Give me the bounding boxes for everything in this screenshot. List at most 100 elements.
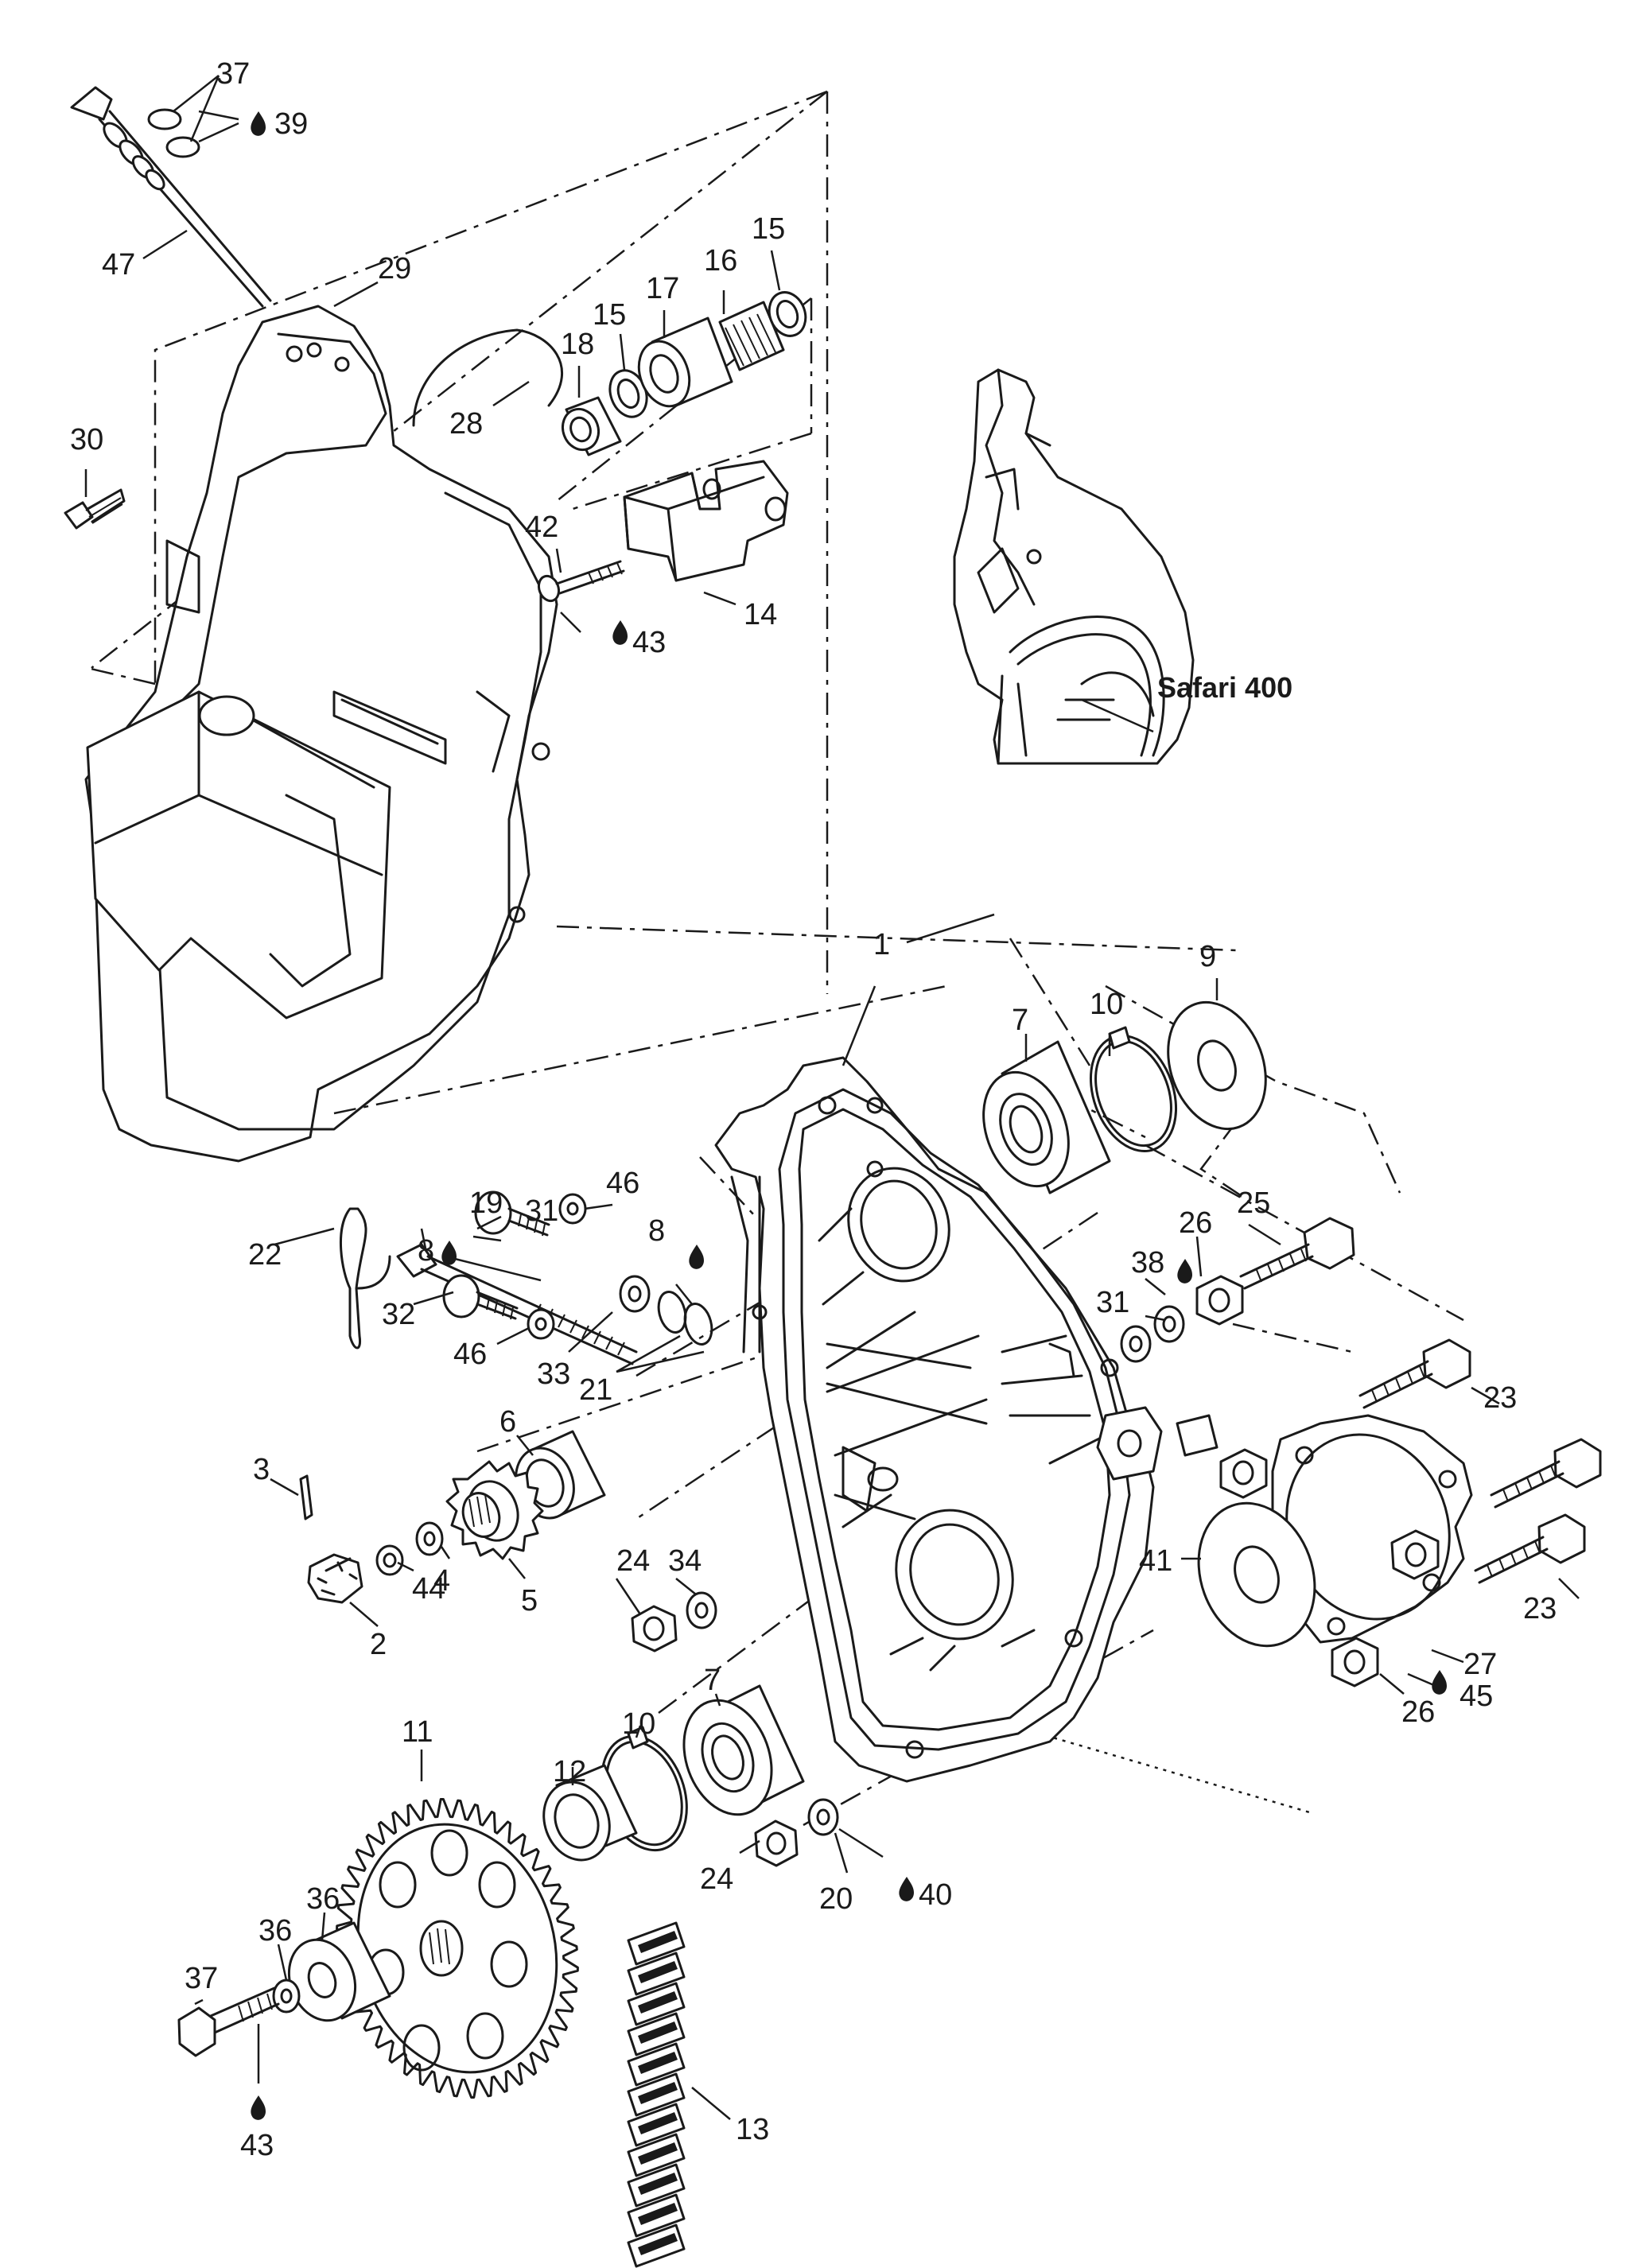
o-rings-21	[657, 1291, 713, 1346]
callout-24-lower: 24	[700, 1862, 733, 1896]
bolt-31-upper	[474, 1190, 550, 1237]
bolt-37	[177, 1986, 280, 2057]
callout-6: 6	[499, 1405, 516, 1439]
callout-10-upper: 10	[1090, 988, 1123, 1021]
o-rings-35	[147, 108, 200, 158]
pin-3	[299, 1474, 313, 1520]
bolt-31-lower	[442, 1274, 519, 1320]
callout-27: 27	[1463, 1648, 1497, 1681]
washer-44	[375, 1544, 404, 1576]
lubricant-drops	[251, 111, 1447, 2120]
callout-38: 38	[1131, 1246, 1164, 1280]
bearing-17	[637, 317, 733, 408]
chain-link-shade	[638, 2142, 678, 2165]
callout-24-upper: 24	[616, 1544, 650, 1578]
seal-9	[1167, 1000, 1267, 1131]
callout-8-left: 8	[418, 1234, 434, 1268]
callout-7-upper: 7	[1012, 1004, 1028, 1037]
washer-4	[415, 1521, 444, 1556]
callout-31-lower: 32	[382, 1298, 415, 1331]
callout-15-right: 15	[752, 212, 785, 246]
callout-26-lower: 26	[1401, 1695, 1435, 1729]
chain-link-shade	[638, 2021, 678, 2044]
callout-34: 36	[306, 1882, 340, 1916]
callout-14: 14	[744, 598, 777, 631]
chain-link-shade	[638, 1991, 678, 2014]
callout-17: 17	[646, 272, 679, 305]
callout-9: 9	[1199, 940, 1216, 973]
washer-46-upper	[558, 1193, 587, 1225]
callout-45: 45	[1459, 1680, 1493, 1713]
nut-upper-left-plate	[1219, 1448, 1268, 1499]
bearing-34	[287, 1921, 391, 2022]
chain-link-shade	[638, 1961, 678, 1983]
bolt-30	[64, 488, 126, 530]
callout-40: 40	[919, 1878, 952, 1912]
sprocket-11	[336, 1798, 579, 2099]
chain-link-shade	[638, 2173, 678, 2195]
cotter-pin-22	[340, 1207, 391, 1350]
callout-29: 29	[378, 252, 411, 285]
nut-26-upper	[1195, 1275, 1244, 1326]
bolt-25	[1239, 1217, 1355, 1290]
washer-20	[807, 1798, 839, 1836]
callout-43-upper: 43	[632, 626, 666, 659]
callout-43-lower: 43	[240, 2129, 274, 2162]
callout-39: 39	[274, 107, 308, 141]
callout-16: 16	[704, 244, 737, 278]
callout-33-upper: 33	[537, 1357, 570, 1391]
washer-15-right	[768, 291, 807, 337]
callout-32: 31	[1096, 1286, 1129, 1319]
washer-15-left	[608, 369, 648, 418]
callout-25: 25	[1237, 1186, 1270, 1220]
washer-36	[272, 1979, 301, 2014]
screw-42	[537, 560, 625, 603]
bolt-23-top	[1358, 1338, 1471, 1409]
callout-36: 36	[258, 1914, 292, 1948]
washer-33-lower	[686, 1591, 717, 1629]
callout-13: 13	[736, 2113, 769, 2146]
nut-24-upper	[631, 1605, 678, 1652]
chain-13	[627, 1921, 686, 2268]
callout-23-bottom: 23	[1523, 1592, 1557, 1625]
callout-23-top: 23	[1483, 1381, 1517, 1415]
callout-42: 42	[525, 511, 558, 544]
washers-32	[1120, 1305, 1185, 1363]
nut-26-lower	[1331, 1637, 1379, 1687]
leader-lines	[84, 75, 1580, 2120]
safari-400-inset	[953, 368, 1195, 765]
bushing-18	[561, 396, 622, 456]
callout-37: 37	[185, 1962, 218, 1995]
callout-11: 11	[402, 1715, 433, 1749]
seal-28	[412, 328, 564, 427]
washer-46-lower	[527, 1308, 555, 1340]
callout-20: 20	[819, 1882, 853, 1916]
tensioner-14	[623, 460, 789, 582]
callout-15-left: 15	[593, 298, 626, 332]
callout-28: 28	[449, 407, 483, 441]
callout-3: 3	[253, 1453, 270, 1486]
chain-link-shade	[638, 2052, 678, 2074]
callout-44: 44	[412, 1572, 445, 1606]
snap-ring-10-upper	[1089, 1026, 1178, 1153]
chain-link-shade	[638, 2203, 678, 2225]
callout-41: 41	[1139, 1544, 1172, 1578]
callout-26-upper: 26	[1179, 1206, 1212, 1240]
seal-41	[1197, 1501, 1316, 1648]
callout-7-lower: 7	[704, 1664, 721, 1697]
callout-22: 22	[248, 1238, 282, 1272]
bolt-23-middle	[1490, 1438, 1602, 1509]
chaincase-housing-1	[714, 1056, 1219, 1783]
callout-35: 37	[216, 57, 250, 91]
callout-19: 19	[469, 1186, 503, 1220]
safari-400-label: Safari 400	[1157, 671, 1292, 704]
callout-1: 1	[873, 928, 890, 961]
chaincase-cover-29	[84, 305, 558, 1163]
callout-46-lower: 46	[453, 1338, 487, 1371]
nut-24-lower	[754, 1819, 799, 1867]
castle-nut-2	[307, 1553, 363, 1604]
chain-link-shade	[638, 2233, 678, 2255]
callout-8-right: 8	[648, 1214, 665, 1248]
callout-12: 12	[553, 1755, 586, 1788]
